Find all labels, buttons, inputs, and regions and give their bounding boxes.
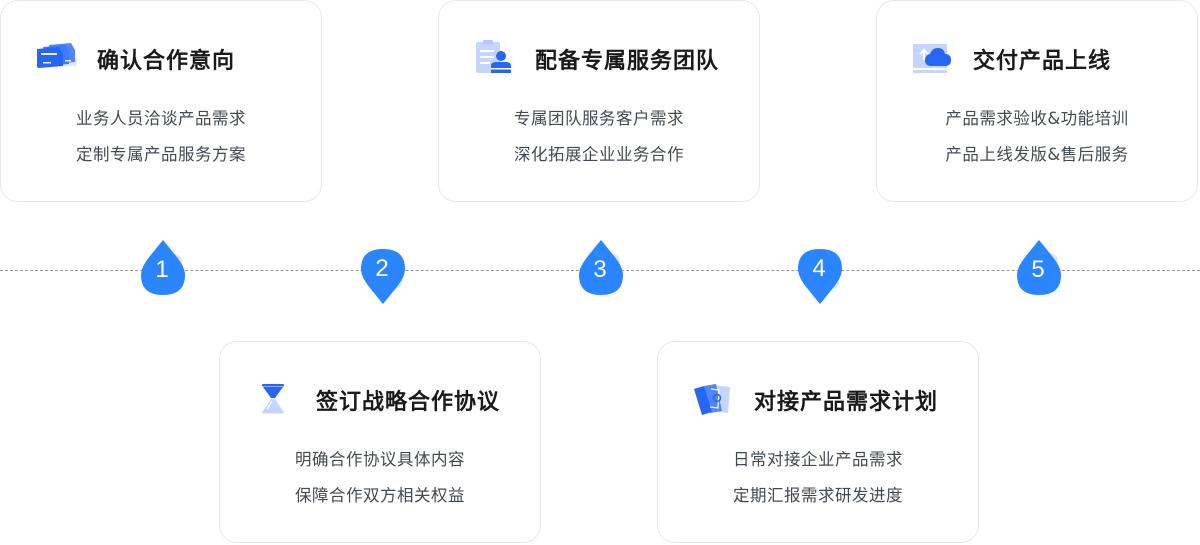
- document-cards-icon: [692, 381, 736, 417]
- step-description-line: 深化拓展企业业务合作: [514, 145, 684, 164]
- step-number: 5: [1031, 256, 1045, 283]
- step-description-line: 专属团队服务客户需求: [514, 109, 684, 128]
- step-card-2: 签订战略合作协议 明确合作协议具体内容 保障合作双方相关权益: [219, 341, 541, 543]
- step-title: 交付产品上线: [973, 49, 1112, 74]
- step-title: 配备专属服务团队: [535, 49, 720, 74]
- step-title: 签订战略合作协议: [316, 390, 501, 415]
- step-description-line: 定期汇报需求研发进度: [733, 486, 903, 505]
- step-description-line: 保障合作双方相关权益: [295, 486, 465, 505]
- step-description-line: 日常对接企业产品需求: [733, 450, 903, 469]
- step-card-4: 对接产品需求计划 日常对接企业产品需求 定期汇报需求研发进度: [657, 341, 979, 543]
- step-title: 确认合作意向: [97, 49, 236, 74]
- step-marker-5: 5: [1008, 236, 1068, 308]
- step-marker-4: 4: [789, 246, 849, 318]
- step-card-1: 确认合作意向 业务人员洽谈产品需求 定制专属产品服务方案: [0, 0, 322, 202]
- server-stack-icon: [35, 40, 79, 76]
- step-description-line: 产品需求验收&功能培训: [945, 109, 1129, 128]
- step-description-line: 业务人员洽谈产品需求: [76, 109, 246, 128]
- cloud-upload-icon: [911, 40, 955, 76]
- step-number: 4: [812, 255, 826, 282]
- step-title: 对接产品需求计划: [754, 390, 939, 415]
- step-card-3: 配备专属服务团队 专属团队服务客户需求 深化拓展企业业务合作: [438, 0, 760, 202]
- step-marker-3: 3: [570, 236, 630, 308]
- step-marker-2: 2: [352, 246, 412, 318]
- step-number: 3: [593, 256, 607, 283]
- step-description-line: 明确合作协议具体内容: [295, 450, 465, 469]
- step-description-line: 定制专属产品服务方案: [76, 145, 246, 164]
- step-number: 1: [155, 256, 169, 283]
- step-description-line: 产品上线发版&售后服务: [945, 145, 1129, 164]
- hourglass-icon: [254, 381, 298, 417]
- clipboard-user-icon: [473, 40, 517, 76]
- step-number: 2: [375, 255, 389, 282]
- step-marker-1: 1: [132, 236, 192, 308]
- step-card-5: 交付产品上线 产品需求验收&功能培训 产品上线发版&售后服务: [876, 0, 1198, 202]
